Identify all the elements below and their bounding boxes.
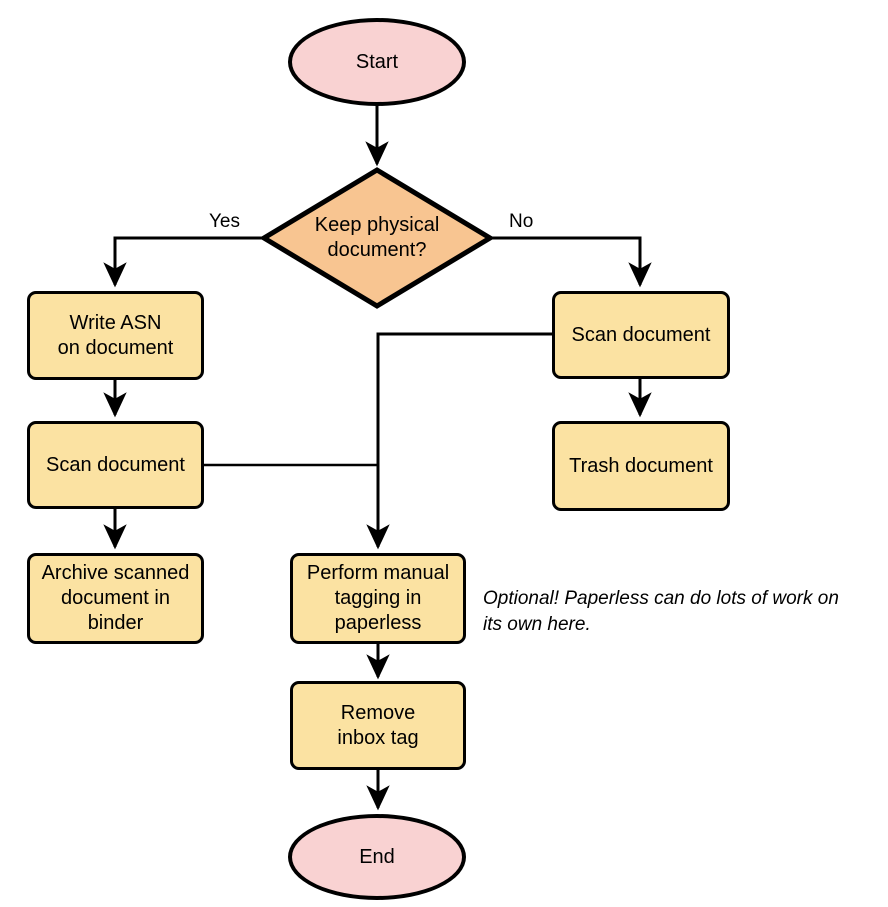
node-scan-document-left[interactable]: Scan document (27, 421, 204, 509)
node-remove-inbox-label-line1: Remove (340, 701, 416, 724)
node-write-asn-label-line1: Write ASN (69, 311, 162, 334)
node-tagging-label-line3: paperless (334, 612, 422, 634)
node-tagging-label-line1: Perform manual (306, 562, 450, 584)
node-scan-document-left-label: Scan document (46, 453, 185, 476)
edge-decision-no-to-scan-right (490, 236, 652, 288)
annotation-optional-note-line2: its own here. (483, 614, 591, 635)
node-start[interactable]: Start (288, 18, 466, 106)
node-trash-document[interactable]: Trash document (552, 421, 730, 511)
node-perform-manual-tagging[interactable]: Perform manual tagging in paperless (290, 553, 466, 644)
node-trash-document-label: Trash document (569, 454, 713, 477)
decision-diamond-shape (259, 167, 495, 309)
node-archive-label-line3: binder (87, 612, 144, 634)
annotation-optional-note: Optional! Paperless can do lots of work … (483, 586, 883, 638)
node-end-label: End (359, 845, 395, 868)
node-scan-document-right-label: Scan document (571, 323, 711, 346)
annotation-optional-note-line1: Optional! Paperless can do lots of work … (483, 588, 839, 609)
node-end[interactable]: End (288, 814, 466, 900)
node-write-asn-label: Write ASN on document (58, 311, 174, 361)
node-write-asn-label-line2: on document (57, 336, 174, 359)
node-archive-label-line1: Archive scanned (41, 562, 190, 584)
node-keep-physical-document[interactable]: Keep physical document? (264, 170, 490, 306)
node-remove-inbox-tag[interactable]: Remove inbox tag (290, 681, 466, 770)
node-remove-inbox-label-line2: inbox tag (337, 726, 419, 749)
node-archive-scanned-document[interactable]: Archive scanned document in binder (27, 553, 204, 644)
node-archive-label-line2: document in (61, 587, 170, 609)
node-decision-label-line1: Keep physical (314, 214, 440, 236)
edge-label-yes: Yes (209, 211, 240, 232)
node-decision-label: Keep physical document? (264, 213, 490, 263)
node-archive-label: Archive scanned document in binder (42, 561, 190, 636)
node-start-label: Start (355, 50, 399, 73)
edge-label-no: No (509, 211, 534, 232)
node-remove-inbox-label: Remove inbox tag (337, 701, 418, 751)
node-decision-label-line2: document? (327, 239, 427, 261)
node-scan-document-right[interactable]: Scan document (552, 291, 730, 379)
node-write-asn[interactable]: Write ASN on document (27, 291, 204, 380)
edge-decision-yes-to-write-asn (103, 236, 264, 288)
node-tagging-label: Perform manual tagging in paperless (307, 561, 449, 636)
edge-scan-right-to-tagging (366, 332, 552, 550)
node-tagging-label-line2: tagging in (334, 587, 422, 609)
